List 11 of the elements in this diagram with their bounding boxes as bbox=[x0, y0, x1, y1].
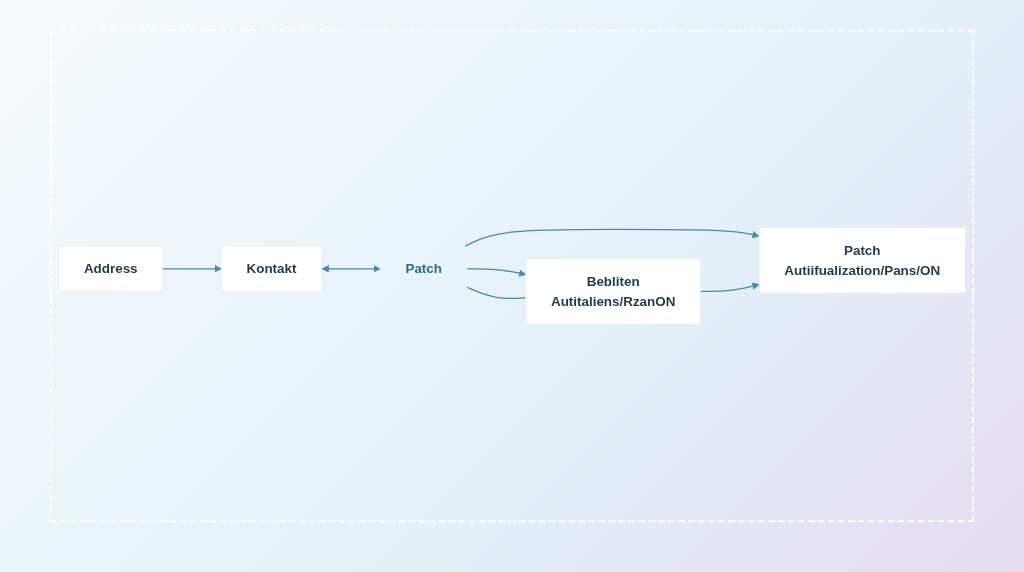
arrow bbox=[699, 282, 760, 293]
connector bbox=[466, 286, 527, 300]
node-box: Patch Autiifualization/Pans/ON bbox=[758, 227, 966, 294]
arrow bbox=[162, 265, 222, 273]
node-text: Patch bbox=[405, 261, 442, 276]
node-box: Address bbox=[58, 245, 164, 292]
node-box: Kontakt bbox=[220, 245, 323, 292]
arrow bbox=[321, 265, 381, 273]
node-box: Bebliten Autitaliens/RzanON bbox=[525, 258, 701, 325]
arrow bbox=[466, 268, 527, 277]
arrow bbox=[464, 228, 760, 247]
